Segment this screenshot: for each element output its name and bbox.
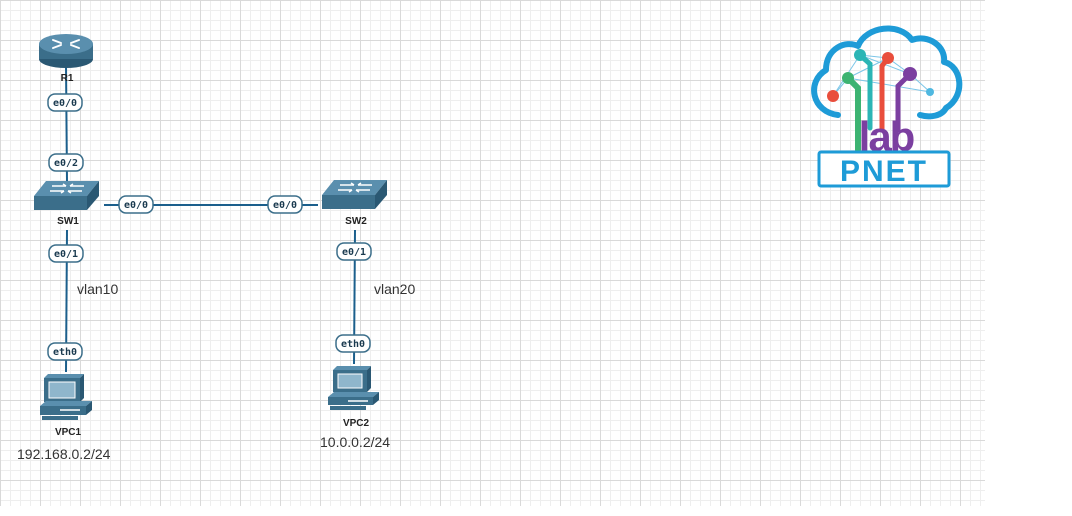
- svg-text:eth0: eth0: [53, 347, 77, 358]
- port-sw1-e0-1[interactable]: e0/1: [48, 244, 84, 263]
- port-sw2-e0-1[interactable]: e0/1: [336, 242, 372, 261]
- pc-vpc2[interactable]: VPC2: [328, 366, 379, 429]
- port-vpc2-eth0[interactable]: eth0: [335, 334, 371, 353]
- port-vpc1-eth0[interactable]: eth0: [47, 342, 83, 361]
- node-label-sw2: SW2: [345, 216, 367, 227]
- lab-canvas[interactable]: [0, 0, 985, 506]
- svg-text:e0/2: e0/2: [54, 158, 78, 169]
- ip-label-vpc2: 10.0.0.2/24: [320, 434, 390, 450]
- port-sw1-e0-0[interactable]: e0/0: [118, 195, 154, 214]
- logo-brand: PNET: [840, 155, 928, 188]
- port-r1-e0-0[interactable]: e0/0: [47, 93, 83, 112]
- svg-text:e0/0: e0/0: [53, 98, 77, 109]
- switch-sw2[interactable]: SW2: [322, 180, 387, 227]
- svg-text:eth0: eth0: [341, 339, 365, 350]
- svg-text:e0/1: e0/1: [54, 249, 78, 260]
- vlan-label-right: vlan20: [374, 281, 415, 297]
- svg-text:e0/1: e0/1: [342, 247, 366, 258]
- port-sw1-e0-2[interactable]: e0/2: [48, 153, 84, 172]
- node-label-vpc1: VPC1: [55, 427, 82, 438]
- port-sw2-e0-0[interactable]: e0/0: [267, 195, 303, 214]
- computer-icon: [40, 374, 92, 420]
- svg-text:e0/0: e0/0: [273, 200, 297, 211]
- router-r1[interactable]: R1: [39, 34, 93, 84]
- node-label-r1: R1: [61, 73, 74, 84]
- node-label-sw1: SW1: [57, 216, 79, 227]
- vlan-label-left: vlan10: [77, 281, 118, 297]
- router-icon: [39, 34, 93, 68]
- pnetlab-logo: lab PNET: [811, 25, 963, 188]
- computer-icon: [328, 366, 379, 410]
- ip-label-vpc1: 192.168.0.2/24: [17, 446, 111, 462]
- switch-sw1[interactable]: SW1: [34, 181, 99, 227]
- svg-text:e0/0: e0/0: [124, 200, 148, 211]
- node-label-vpc2: VPC2: [343, 418, 370, 429]
- switch-icon: [34, 181, 99, 210]
- links: [65, 63, 356, 373]
- switch-icon: [322, 180, 387, 209]
- pc-vpc1[interactable]: VPC1: [40, 374, 92, 438]
